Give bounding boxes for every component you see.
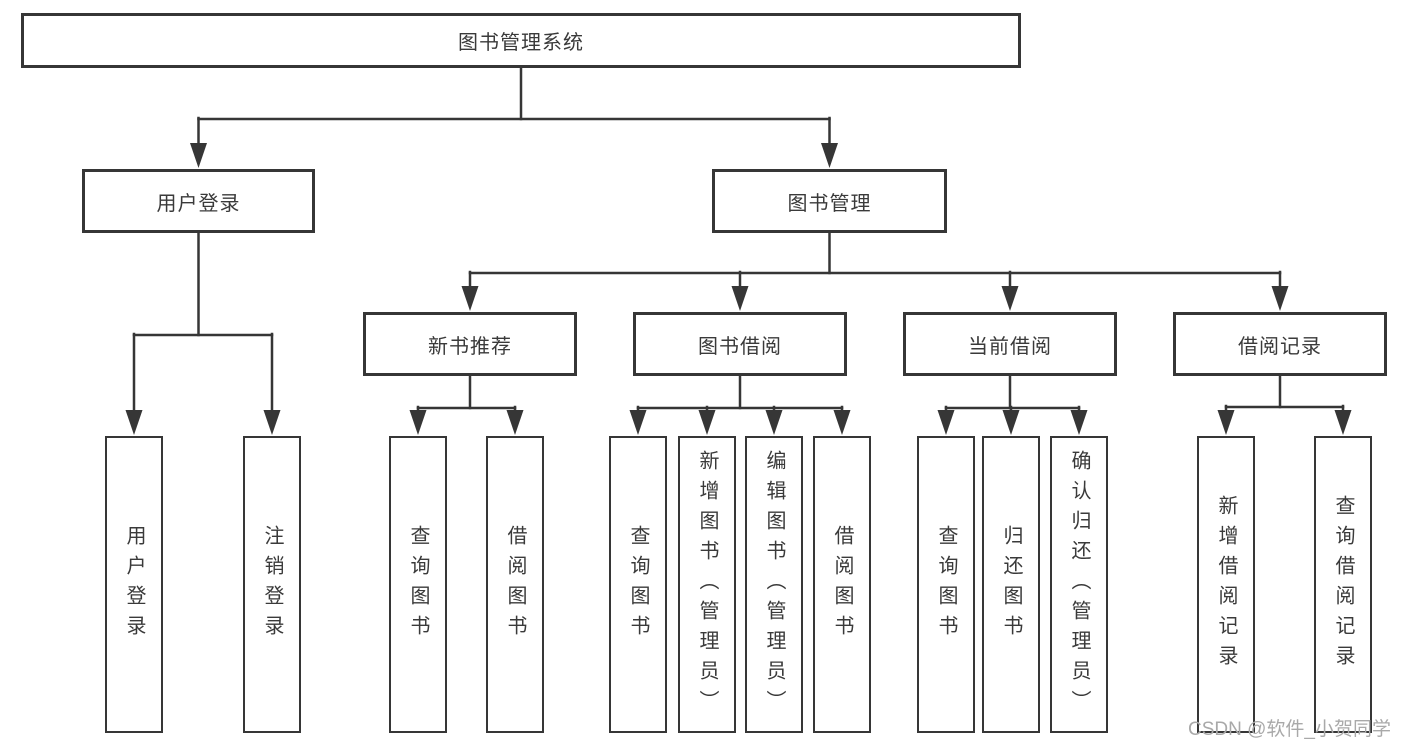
node-library-management-system: 图书管理系统 bbox=[21, 13, 1021, 68]
leaf-user-login: 用户登录 bbox=[105, 436, 163, 733]
arrow-down-icon bbox=[731, 286, 749, 311]
leaf-current-query-books: 查询图书 bbox=[917, 436, 975, 733]
node-current-borrowing: 当前借阅 bbox=[903, 312, 1117, 376]
arrow-down-icon bbox=[1002, 410, 1020, 435]
arrow-down-icon bbox=[765, 410, 783, 435]
leaf-current-confirm-return-admin: 确认归还（管理员） bbox=[1050, 436, 1108, 733]
node-book-borrowing: 图书借阅 bbox=[633, 312, 847, 376]
arrow-down-icon bbox=[506, 410, 524, 435]
arrow-down-icon bbox=[1070, 410, 1088, 435]
arrow-down-icon bbox=[1271, 286, 1289, 311]
leaf-borrowing-borrow-books: 借阅图书 bbox=[813, 436, 871, 733]
arrow-down-icon bbox=[409, 410, 427, 435]
node-new-book-recommendation: 新书推荐 bbox=[363, 312, 577, 376]
arrow-down-icon bbox=[125, 410, 143, 435]
leaf-borrowing-edit-books-admin: 编辑图书（管理员） bbox=[745, 436, 803, 733]
node-user-login: 用户登录 bbox=[82, 169, 315, 233]
arrow-down-icon bbox=[821, 143, 838, 168]
arrow-down-icon bbox=[698, 410, 716, 435]
arrow-down-icon bbox=[461, 286, 479, 311]
arrow-down-icon bbox=[629, 410, 647, 435]
arrow-down-icon bbox=[263, 410, 281, 435]
arrow-down-icon bbox=[1334, 410, 1352, 435]
arrow-down-icon bbox=[190, 143, 207, 168]
leaf-records-add-record: 新增借阅记录 bbox=[1197, 436, 1255, 733]
leaf-borrowing-add-books-admin: 新增图书（管理员） bbox=[678, 436, 736, 733]
node-book-management: 图书管理 bbox=[712, 169, 947, 233]
watermark: CSDN @软件_小贺同学 bbox=[1188, 719, 1391, 740]
arrow-down-icon bbox=[1001, 286, 1019, 311]
node-borrowing-records: 借阅记录 bbox=[1173, 312, 1387, 376]
leaf-logout: 注销登录 bbox=[243, 436, 301, 733]
leaf-current-return-books: 归还图书 bbox=[982, 436, 1040, 733]
leaf-records-query-record: 查询借阅记录 bbox=[1314, 436, 1372, 733]
leaf-newbook-borrow-books: 借阅图书 bbox=[486, 436, 544, 733]
arrow-down-icon bbox=[1217, 410, 1235, 435]
leaf-newbook-query-books: 查询图书 bbox=[389, 436, 447, 733]
arrow-down-icon bbox=[937, 410, 955, 435]
arrow-down-icon bbox=[833, 410, 851, 435]
leaf-borrowing-query-books: 查询图书 bbox=[609, 436, 667, 733]
